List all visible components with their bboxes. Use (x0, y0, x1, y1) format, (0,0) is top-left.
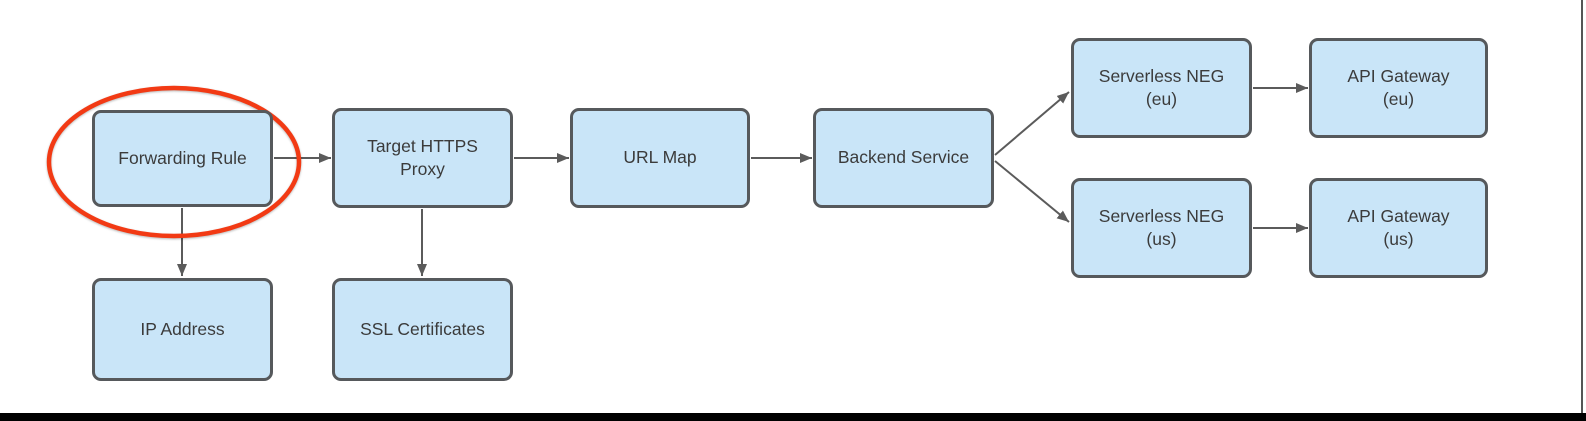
node-label: Serverless NEG (eu) (1098, 65, 1225, 109)
node-serverless-neg-eu: Serverless NEG (eu) (1071, 38, 1252, 138)
node-url-map: URL Map (570, 108, 750, 208)
edge-backend-service-to-serverless-neg-us (994, 160, 1070, 223)
node-api-gateway-us: API Gateway (us) (1309, 178, 1488, 278)
node-label: API Gateway (us) (1347, 205, 1450, 249)
node-serverless-neg-us: Serverless NEG (us) (1071, 178, 1252, 278)
window-right-edge-line (1581, 0, 1583, 413)
node-label: Target HTTPS Proxy (367, 135, 478, 179)
node-label: SSL Certificates (360, 318, 485, 339)
node-ip-address: IP Address (92, 278, 273, 381)
node-label: Serverless NEG (us) (1098, 205, 1225, 249)
node-label: API Gateway (eu) (1347, 65, 1450, 109)
node-label: Backend Service (837, 147, 970, 168)
node-label: IP Address (140, 318, 225, 339)
node-target-https-proxy: Target HTTPS Proxy (332, 108, 513, 208)
node-forwarding-rule: Forwarding Rule (92, 110, 273, 207)
node-label: Forwarding Rule (118, 147, 247, 168)
node-ssl-certificates: SSL Certificates (332, 278, 513, 381)
edge-backend-service-to-serverless-neg-eu (994, 91, 1070, 156)
node-label: URL Map (623, 147, 697, 168)
bottom-black-bar (0, 413, 1586, 421)
node-backend-service: Backend Service (813, 108, 994, 208)
node-api-gateway-eu: API Gateway (eu) (1309, 38, 1488, 138)
